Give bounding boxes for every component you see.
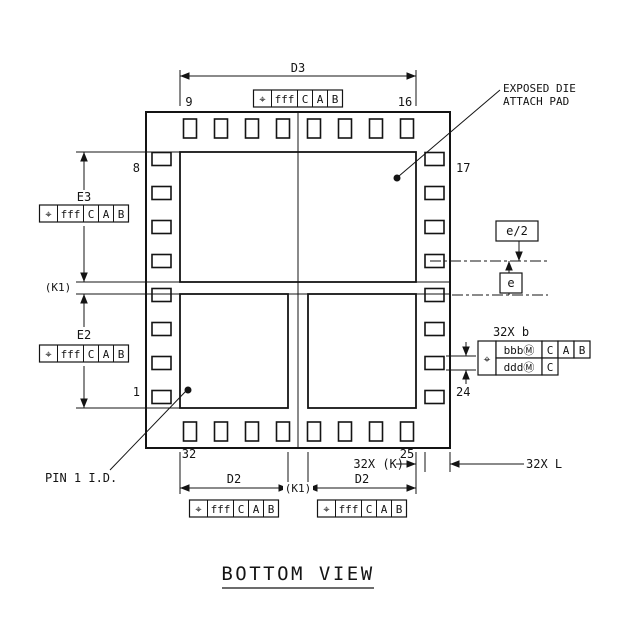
perimeter-pad xyxy=(151,355,172,371)
perimeter-pad xyxy=(368,421,384,442)
perimeter-pad xyxy=(306,421,322,442)
perimeter-pad xyxy=(424,151,445,167)
pin-25-label: 25 xyxy=(400,447,414,461)
position-symbol-icon: ⌖ xyxy=(484,352,491,366)
k1-label-mask xyxy=(283,482,313,495)
exposed-die-pad-bottom-right xyxy=(307,293,417,409)
fcf-b-row2-tolerance: dddⓂ xyxy=(504,361,535,374)
perimeter-pad xyxy=(182,421,198,442)
exposed-pad-callout-line2: ATTACH PAD xyxy=(503,95,569,108)
pin-8-label: 8 xyxy=(133,161,140,175)
fcf-pad-tolerance: ⌖ bbbⓂ C A B dddⓂ C xyxy=(477,340,591,376)
dim-l-label: 32X L xyxy=(526,457,562,471)
perimeter-pad xyxy=(151,151,172,167)
view-title: BOTTOM VIEW xyxy=(221,563,374,585)
perimeter-pad xyxy=(213,421,229,442)
perimeter-pad xyxy=(424,355,445,371)
perimeter-pad xyxy=(399,118,415,139)
pin-1-label: 1 xyxy=(133,385,140,399)
exposed-pad-callout-line1: EXPOSED DIE xyxy=(503,82,576,95)
pin-32-label: 32 xyxy=(182,447,196,461)
perimeter-pad xyxy=(424,321,445,337)
pin1-id-dot xyxy=(184,386,192,394)
perimeter-pad xyxy=(424,287,445,303)
pin-24-label: 24 xyxy=(456,385,470,399)
exposed-die-pad-bottom-left xyxy=(179,293,289,409)
fcf-d3 xyxy=(252,89,344,108)
extension-lines xyxy=(76,70,476,494)
fcf-b-row2-datum-c: C xyxy=(547,361,554,374)
perimeter-pad xyxy=(151,287,172,303)
perimeter-pad xyxy=(337,118,353,139)
dim-e-half-label: e/2 xyxy=(506,224,528,238)
fcf-b-row1-datum-c: C xyxy=(547,344,554,357)
fcf-d2-left xyxy=(188,499,280,518)
perimeter-pad xyxy=(151,253,172,269)
perimeter-pad xyxy=(399,421,415,442)
dim-k1-left-label: (K1) xyxy=(45,281,72,294)
dim-e3-label: E3 xyxy=(77,190,91,204)
perimeter-pad xyxy=(275,421,291,442)
e-box xyxy=(499,272,523,294)
perimeter-pad xyxy=(244,118,260,139)
fcf-e2 xyxy=(38,344,130,363)
perimeter-pad xyxy=(213,118,229,139)
e-half-box xyxy=(495,220,539,242)
perimeter-pad xyxy=(306,118,322,139)
dim-k1-bottom-label: (K1) xyxy=(285,482,312,495)
fcf-b-row1-datum-b: B xyxy=(579,344,586,357)
fcf-b-row1-tolerance: bbbⓂ xyxy=(504,344,535,357)
dim-e2-label: E2 xyxy=(77,328,91,342)
dimension-lines xyxy=(80,72,524,492)
perimeter-pad xyxy=(424,389,445,405)
exposed-pad-dot xyxy=(393,174,401,182)
perimeter-pad xyxy=(368,118,384,139)
perimeter-pad xyxy=(424,185,445,201)
perimeter-pad xyxy=(182,118,198,139)
dim-k-label: 32X (K) xyxy=(353,457,404,471)
fcf-b-row1-datum-a: A xyxy=(563,344,570,357)
fcf-e3 xyxy=(38,204,130,223)
dim-b-label: 32X b xyxy=(493,325,529,339)
perimeter-pad xyxy=(151,185,172,201)
dim-d2-right-label: D2 xyxy=(355,472,369,486)
perimeter-pad xyxy=(244,421,260,442)
perimeter-pad xyxy=(151,219,172,235)
perimeter-pad xyxy=(337,421,353,442)
labels: D3 9 16 EXPOSED DIE ATTACH PAD 8 17 E3 e… xyxy=(45,61,576,585)
callout-leaders xyxy=(109,89,501,471)
pin-9-label: 9 xyxy=(185,95,192,109)
fcf-d2-right xyxy=(316,499,408,518)
pin-17-label: 17 xyxy=(456,161,470,175)
perimeter-pad xyxy=(275,118,291,139)
dim-d2-left-label: D2 xyxy=(227,472,241,486)
perimeter-pad xyxy=(151,389,172,405)
pin1-id-callout: PIN 1 I.D. xyxy=(45,471,117,485)
pad-pitch-centerlines xyxy=(430,260,548,296)
pin-16-label: 16 xyxy=(398,95,412,109)
perimeter-pad xyxy=(151,321,172,337)
perimeter-pad xyxy=(424,219,445,235)
dim-e-label: e xyxy=(507,276,514,290)
dim-d3-label: D3 xyxy=(291,61,305,75)
